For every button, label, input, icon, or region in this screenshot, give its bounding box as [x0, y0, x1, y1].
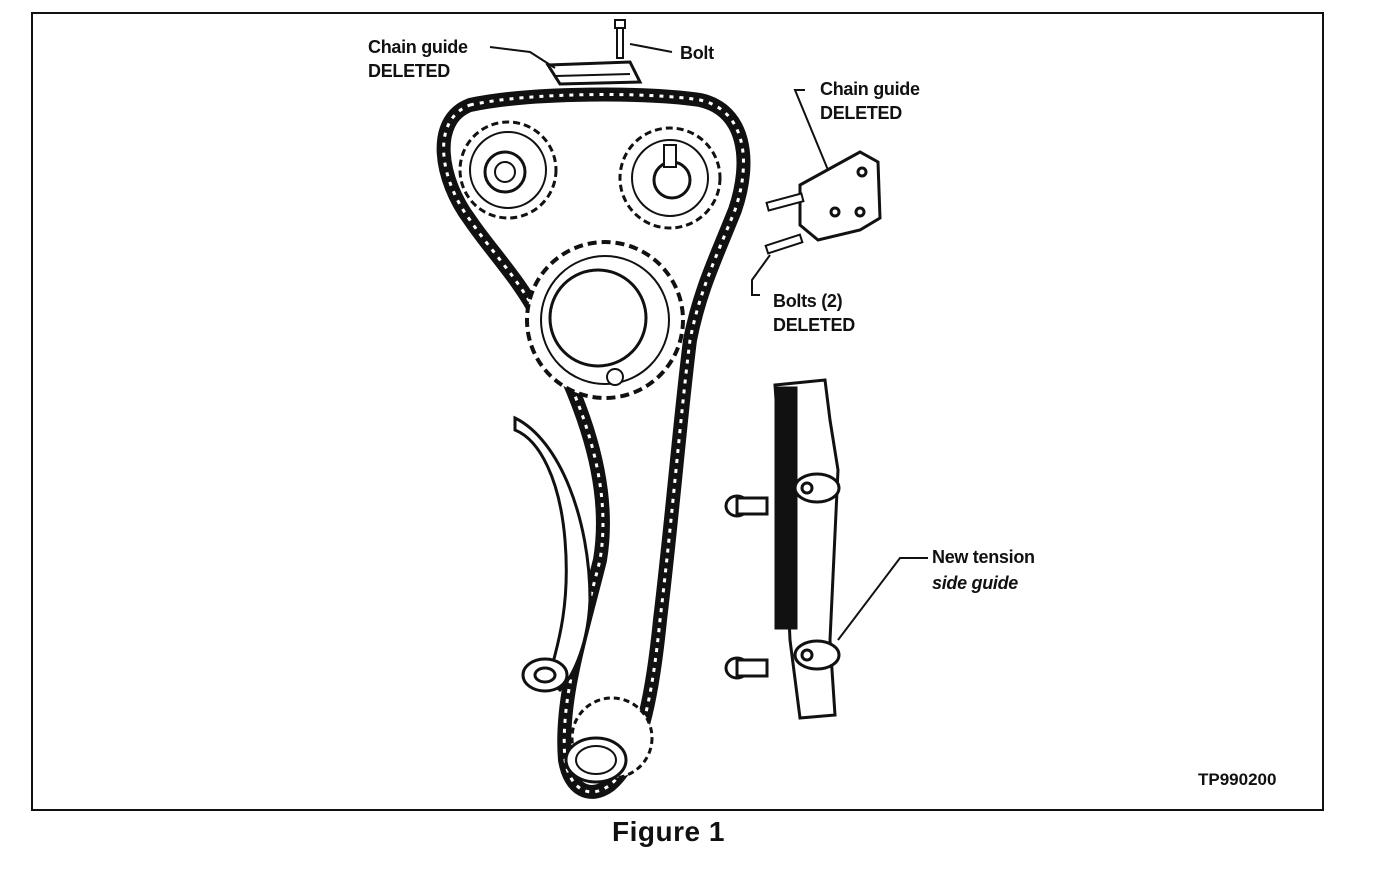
figure-id: TP990200: [1198, 770, 1277, 789]
slack-side-guide: [513, 415, 592, 693]
tension-guide-bolt-upper-icon: [724, 494, 769, 518]
chain-guide-right-label-line1: Chain guide: [820, 79, 920, 99]
chain-guide-top-label-line1: Chain guide: [368, 37, 468, 57]
tension-side-guide: [773, 378, 841, 720]
right-chain-guide: [798, 150, 882, 242]
guide-bolt-upper-icon: [765, 192, 805, 212]
leader-lines: [489, 43, 928, 641]
tension-guide-bolt-lower-icon: [724, 656, 769, 680]
tension-guide-label-line1: New tension: [932, 547, 1035, 567]
right-camshaft-sprocket: [618, 126, 722, 230]
tension-guide-label-line2: side guide: [932, 573, 1019, 593]
guide-bolt-lower-icon: [764, 233, 804, 255]
bolt-label: Bolt: [680, 43, 714, 63]
bolts-label-line2: DELETED: [773, 315, 855, 335]
figure-caption: Figure 1: [612, 816, 725, 847]
idler-sprocket: [525, 240, 685, 400]
top-chain-guide: [545, 60, 643, 86]
left-camshaft-sprocket: [458, 120, 558, 220]
figure-frame: [31, 12, 1324, 811]
bolts-label-line1: Bolts (2): [773, 291, 843, 311]
top-bolt-icon: [614, 19, 626, 59]
chain-guide-top-label-line2: DELETED: [368, 61, 450, 81]
chain-guide-right-label-line2: DELETED: [820, 103, 902, 123]
crank-sprocket: [564, 696, 654, 784]
